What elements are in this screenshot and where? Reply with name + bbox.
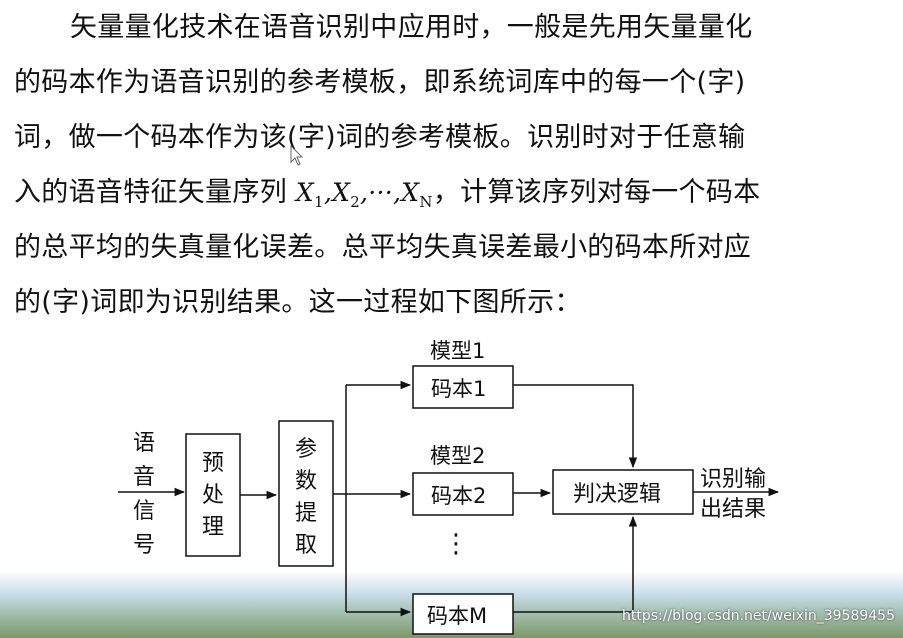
paragraph-line-3: 词，做一个码本作为该(字)词的参考模板。识别时对于任意输 [14,122,746,153]
body-paragraph: 矢量量化技术在语音识别中应用时，一般是先用矢量量化 的码本作为语音识别的参考模板… [14,0,894,330]
codebook2-box [412,472,514,516]
input-label-char-1: 语 [133,431,155,456]
feature-char-4: 取 [295,533,317,558]
codebook1-box [412,365,514,409]
model2-label: 模型2 [430,444,485,468]
codebook1-label: 码本1 [431,377,486,401]
input-label-char-2: 音 [133,465,155,490]
source-watermark: https://blog.csdn.net/weixin_39589455 [621,608,895,624]
recognition-flow-diagram: 语 音 信 号 预 处 理 参 数 提 取 模型1 [118,339,780,635]
decision-logic-label: 判决逻辑 [573,482,661,507]
feature-char-2: 数 [295,469,317,494]
paragraph-line-4: 入的语音特征矢量序列 X1,X2,···,XN，计算该序列对每一个码本 [14,165,894,220]
preprocess-char-2: 处 [202,483,224,508]
sequence-formula: X1,X2,···,XN [295,178,433,211]
decision-logic-box [552,469,694,515]
codebook1-to-decision-line [513,384,638,469]
codebookM-to-decision-line [513,515,638,613]
paragraph-line-6: 的(字)词即为识别结果。这一过程如下图所示： [14,287,582,318]
codebook2-label: 码本2 [431,484,486,508]
model1-label: 模型1 [430,339,485,363]
input-label-char-4: 号 [133,533,155,558]
preprocess-char-3: 理 [202,515,224,540]
feature-extraction-box [278,420,334,567]
feature-char-1: 参 [295,437,317,462]
output-label-line-1: 识别输 [700,467,766,492]
paragraph-line-5: 的总平均的失真量化误差。总平均失真误差最小的码本所对应 [14,232,752,263]
codebookM-box [412,593,514,635]
feature-char-3: 提 [295,501,317,526]
vertical-ellipsis: ⋮ [443,529,469,559]
paragraph-line-1: 矢量量化技术在语音识别中应用时，一般是先用矢量量化 [70,12,753,43]
paragraph-line-4-end: ，计算该序列对每一个码本 [432,177,761,208]
mouse-cursor-icon [290,145,304,166]
input-label-char-3: 信 [133,499,155,524]
paragraph-line-2: 的码本作为语音识别的参考模板，即系统词库中的每一个(字) [14,67,746,98]
codebookM-label: 码本M [427,604,487,628]
output-label-line-2: 出结果 [700,497,766,522]
preprocess-box [185,433,241,557]
paragraph-line-4-start: 入的语音特征矢量序列 [14,177,287,208]
preprocess-char-1: 预 [202,451,224,476]
